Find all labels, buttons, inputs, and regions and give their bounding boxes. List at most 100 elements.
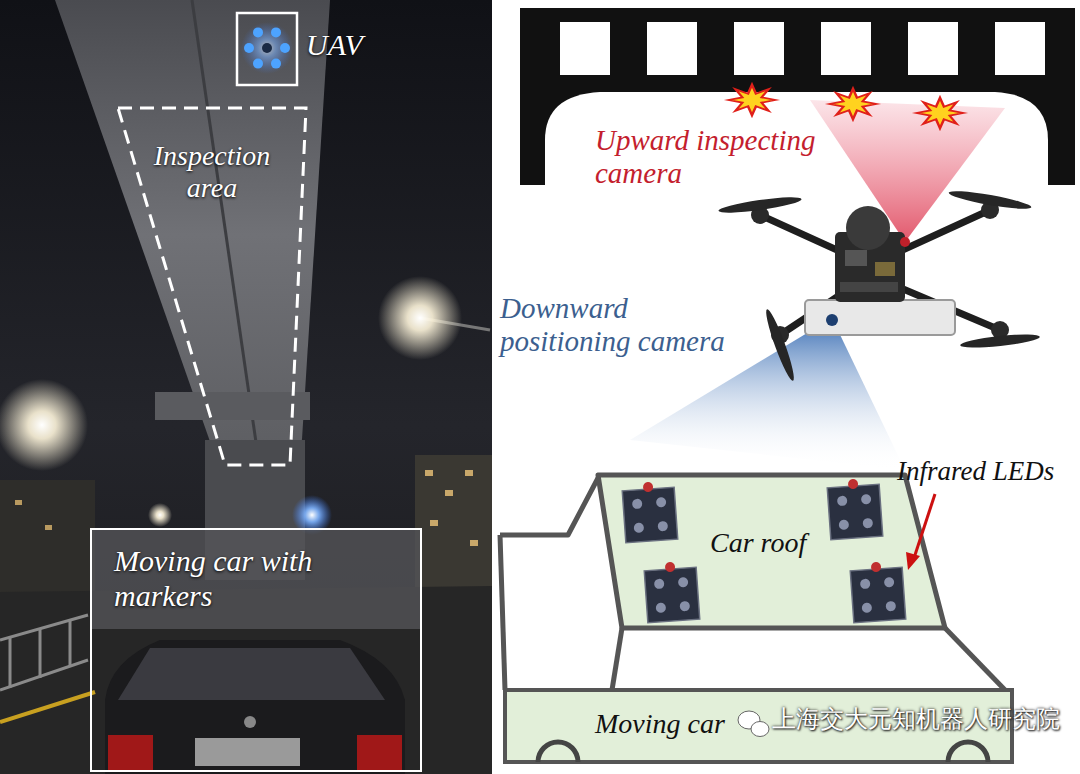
- night-photo-part: [378, 276, 462, 360]
- infrared-led-panels-part-part: [837, 496, 848, 507]
- uav-light-icon-part: [262, 43, 272, 53]
- drone-picture-part: [805, 300, 955, 335]
- infrared-led-panels-part-part: [632, 499, 643, 510]
- night-photo-part: [118, 648, 385, 700]
- night-photo-part: [108, 735, 153, 770]
- night-photo-part: [15, 500, 22, 505]
- infrared-led-panels-part-part: [644, 567, 700, 623]
- infrared-led-panels-part-part: [622, 487, 678, 543]
- night-photo-part-part: [0, 660, 88, 690]
- uav-light-icon-part: [241, 22, 293, 74]
- infrared-led-panels-part-part: [871, 562, 882, 573]
- drone-picture-part-part: [960, 332, 1041, 350]
- infrared-led-panels-part-part: [884, 577, 895, 588]
- drone-picture-part: [875, 262, 895, 276]
- night-photo-part-part: [0, 615, 88, 640]
- infrared-led-panels-part-part: [862, 518, 873, 529]
- night-photo-part: [357, 735, 402, 770]
- drone-picture: [718, 188, 1041, 383]
- night-photo: [0, 0, 492, 774]
- node-text: Moving car: [595, 708, 725, 740]
- night-photo-part: [195, 738, 300, 766]
- node-frame: UAV: [236, 12, 416, 86]
- infrared-led-panels-part-part: [860, 579, 871, 590]
- uav-light-icon: [241, 22, 293, 74]
- night-photo-part: [0, 480, 95, 595]
- drone-picture-part-part: [718, 194, 803, 216]
- night-photo-part-part: [39, 628, 42, 678]
- watermark: 上海交大元知机器人研究院: [772, 706, 1060, 734]
- infrared-led-panels-part-part: [827, 484, 883, 540]
- node-outline-part-part: [500, 535, 505, 690]
- infrared-led-panels-part-part: [679, 601, 690, 612]
- callout-label: Upward inspecting camera: [595, 124, 831, 191]
- upward-view-cone: [810, 100, 1005, 242]
- drone-picture-part-part: [762, 308, 797, 383]
- night-photo-part: [465, 470, 473, 476]
- infrared-led-panels-part-part: [678, 577, 689, 588]
- night-photo-part: [155, 392, 310, 420]
- infrared-led-panels-part-part: [885, 601, 896, 612]
- infrared-led-panels: [622, 477, 906, 622]
- pointer-arrow-part: [906, 552, 920, 570]
- night-photo-part-part: [69, 620, 72, 667]
- infrared-led-panels-part-part: [654, 579, 665, 590]
- infrared-led-panels-part: [827, 477, 883, 539]
- night-photo-part: [445, 490, 453, 496]
- infrared-led-panels-part: [644, 560, 700, 622]
- night-photo-part: [0, 379, 88, 471]
- drone-picture-part: [718, 188, 1041, 383]
- night-photo-part: [425, 470, 433, 476]
- drone-picture-part: [826, 314, 838, 326]
- uav-light-icon-part: [271, 59, 281, 69]
- infrared-led-panels-part-part: [656, 497, 667, 508]
- crack-marks-part: [830, 89, 877, 120]
- infrared-led-panels-part-part: [656, 602, 667, 613]
- bridge-section-part: [908, 22, 958, 75]
- bridge-section-part: [734, 22, 784, 75]
- bridge-section-part: [995, 22, 1045, 75]
- night-photo-part: [0, 692, 95, 722]
- drone-picture-part: [840, 282, 898, 292]
- infrared-led-panels-part-part: [848, 479, 859, 490]
- infrared-led-panels-part: [850, 560, 906, 622]
- bridge-section-part: [821, 22, 871, 75]
- night-photo-part: [415, 455, 492, 600]
- crack-marks-part: [729, 85, 776, 116]
- bridge-section-part: [647, 22, 697, 75]
- night-photo-part: [0, 615, 88, 690]
- infrared-led-panels-part-part: [861, 494, 872, 505]
- node-text: Inspection area: [142, 140, 282, 204]
- drone-picture-part: [900, 237, 910, 247]
- node-outline-part: [598, 475, 945, 628]
- infrared-led-panels-part-part: [850, 567, 906, 623]
- node-outline-part: [538, 742, 578, 762]
- node-text: Car roof: [710, 527, 806, 559]
- uav-light-icon-part: [253, 27, 263, 37]
- drone-picture-part-part: [948, 188, 1032, 212]
- uav-light-icon-part: [253, 59, 263, 69]
- night-photo-part: [430, 520, 438, 526]
- bridge-section-part: [560, 22, 610, 75]
- drone-picture-part: [751, 201, 1009, 344]
- wechat-icon: [738, 711, 769, 737]
- infrared-led-panels-part: [622, 480, 678, 542]
- drone-picture-part: [845, 250, 867, 266]
- night-photo-part: [244, 716, 256, 728]
- infrared-led-panels-part-part: [665, 562, 676, 573]
- node-text: UAV: [306, 28, 363, 63]
- infrared-led-panels-part-part: [643, 482, 654, 493]
- node-outline-part-part: [500, 478, 598, 535]
- drone-picture-part: [846, 206, 890, 250]
- night-photo-part: [470, 540, 478, 546]
- uav-light-icon-part: [244, 43, 254, 53]
- callout-label: Infrared LEDs: [897, 456, 1054, 487]
- node-text: Moving car with markers: [92, 530, 420, 629]
- wechat-icon-part: [751, 722, 769, 737]
- infrared-led-panels-part-part: [634, 522, 645, 533]
- night-photo-part: [45, 525, 52, 530]
